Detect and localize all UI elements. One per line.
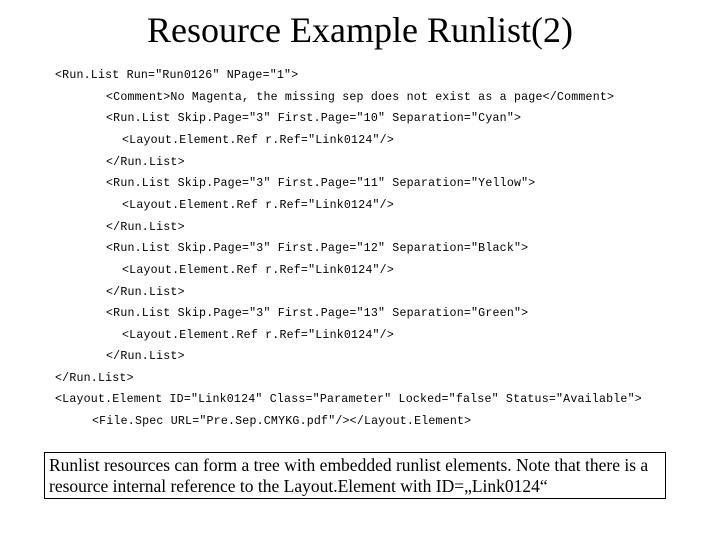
- code-line: <Layout.Element.Ref r.Ref="Link0124"/>: [122, 199, 394, 212]
- code-line: <Layout.Element.Ref r.Ref="Link0124"/>: [122, 329, 394, 342]
- code-line: </Run.List>: [106, 286, 185, 299]
- code-line: </Run.List>: [106, 221, 185, 234]
- page-title: Resource Example Runlist(2): [147, 10, 573, 50]
- code-line: <Run.List Skip.Page="3" First.Page="10" …: [106, 112, 522, 125]
- caption-box: Runlist resources can form a tree with e…: [44, 452, 666, 499]
- code-line: <Layout.Element.Ref r.Ref="Link0124"/>: [122, 134, 394, 147]
- code-line: <Run.List Skip.Page="3" First.Page="13" …: [106, 307, 529, 320]
- code-line: <Layout.Element.Ref r.Ref="Link0124"/>: [122, 264, 394, 277]
- code-line: <Run.List Skip.Page="3" First.Page="12" …: [106, 242, 529, 255]
- code-line: <Run.List Run="Run0126" NPage="1">: [55, 69, 299, 82]
- code-line: <Run.List Skip.Page="3" First.Page="11" …: [106, 177, 536, 190]
- code-line: <File.Spec URL="Pre.Sep.CMYKG.pdf"/></La…: [92, 415, 472, 428]
- code-line: </Run.List>: [106, 350, 185, 363]
- code-line: <Comment>No Magenta, the missing sep doe…: [106, 91, 615, 104]
- code-line: <Layout.Element ID="Link0124" Class="Par…: [55, 393, 642, 406]
- code-line: </Run.List>: [106, 156, 185, 169]
- code-line: </Run.List>: [55, 372, 134, 385]
